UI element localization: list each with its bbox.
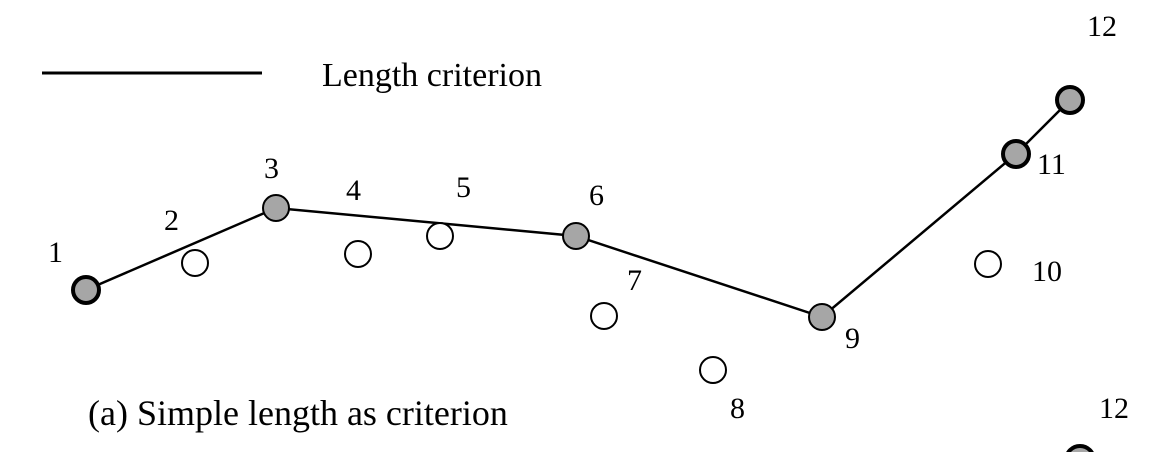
point-10-label: 10 [1032, 255, 1062, 288]
point-7-label: 7 [627, 264, 642, 297]
point-9-label: 9 [845, 322, 860, 355]
point-4-marker [344, 240, 372, 268]
length-criterion-path [85, 99, 1071, 319]
next-figure-point-label: 12 [1099, 392, 1129, 425]
point-9-marker [808, 303, 836, 331]
point-11-label: 11 [1037, 148, 1066, 181]
next-figure-point-marker [1066, 444, 1094, 452]
point-8-marker [699, 356, 727, 384]
point-1-marker [71, 275, 101, 305]
point-4-label: 4 [346, 174, 361, 207]
point-2-marker [181, 249, 209, 277]
legend-label: Length criterion [322, 57, 542, 94]
point-12-marker [1055, 85, 1085, 115]
point-10-marker [974, 250, 1002, 278]
point-8-label: 8 [730, 392, 745, 425]
legend: Length criterion [42, 57, 542, 94]
point-7-marker [590, 302, 618, 330]
point-3-label: 3 [264, 152, 279, 185]
point-1-label: 1 [48, 236, 63, 269]
point-5-label: 5 [456, 171, 471, 204]
point-12-label: 12 [1087, 10, 1117, 43]
point-3-marker [262, 194, 290, 222]
next-figure-fragment: 12 [1066, 392, 1129, 452]
point-11-marker [1001, 139, 1031, 169]
point-5-marker [426, 222, 454, 250]
point-6-label: 6 [589, 179, 604, 212]
point-6-marker [562, 222, 590, 250]
figure-caption: (a) Simple length as criterion [88, 393, 508, 433]
point-2-label: 2 [164, 204, 179, 237]
